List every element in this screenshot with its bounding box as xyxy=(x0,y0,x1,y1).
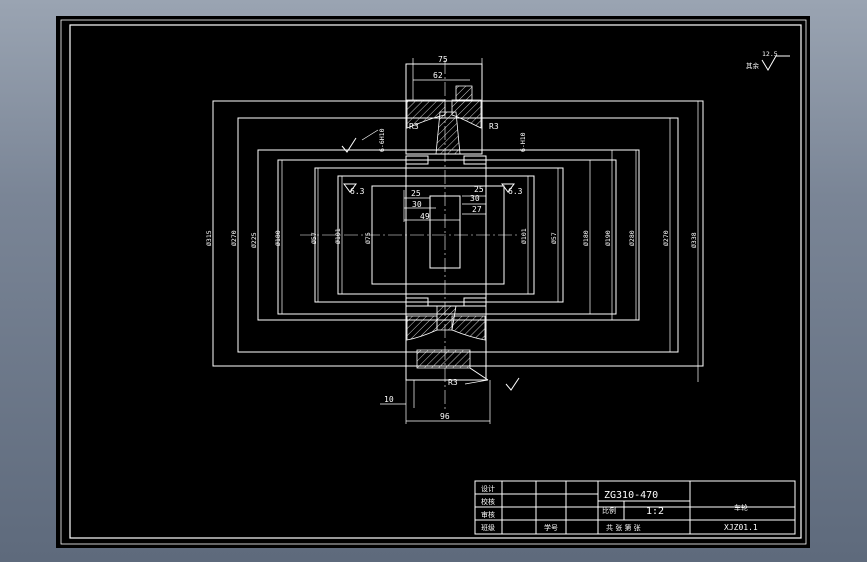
tb-sheet-count: 共 张 第 张 xyxy=(606,523,641,532)
tb-label-student-no: 学号 xyxy=(544,523,558,532)
sheet-inner-border xyxy=(69,24,802,539)
dim-text-338: Ø338 xyxy=(690,232,698,248)
outline-101 xyxy=(337,175,535,295)
dimension-texts: 75 62 R3 R3 R3 6-6H10 6-H10 6.3 6.3 Ø315… xyxy=(205,50,778,421)
dim-text-75: 75 xyxy=(438,55,448,64)
dim-text-57-left: Ø57 xyxy=(310,232,318,244)
lower-hatch-right xyxy=(451,315,486,341)
dim-text-25-left: 25 xyxy=(411,189,421,198)
dim-text-r3-right: R3 xyxy=(489,122,499,131)
sheet-outer-border xyxy=(60,19,807,545)
dim-text-keyway-right: 6-H10 xyxy=(519,132,527,152)
roughness-value: 12.5 xyxy=(762,50,778,58)
roughness-prefix: 其余 xyxy=(746,61,760,70)
roughness-symbol-bottom xyxy=(505,377,520,391)
dim-text-30-right: 30 xyxy=(470,194,480,203)
upper-rim-hatch xyxy=(455,85,473,101)
dimensions xyxy=(212,58,699,424)
lower-web-hatch xyxy=(436,305,457,331)
dim-text-180-left: Ø180 xyxy=(274,230,282,246)
roughness-symbol-general xyxy=(761,55,790,71)
roughness-symbol-right-mid xyxy=(501,183,515,193)
dim-text-270-right: Ø270 xyxy=(662,230,670,246)
dim-text-25-right: 25 xyxy=(474,185,484,194)
lower-rim-hatch xyxy=(416,349,471,369)
wheel-section xyxy=(405,63,489,381)
tb-scale-label: 比例 xyxy=(602,506,616,515)
tb-label-check: 校核 xyxy=(481,497,495,506)
dim-text-49: 49 xyxy=(420,212,430,221)
dim-text-101-right: Ø101 xyxy=(520,228,528,244)
dim-text-r3-left: R3 xyxy=(409,122,419,131)
dim-text-keyway-left: 6-6H10 xyxy=(378,128,386,152)
tb-label-class: 班级 xyxy=(481,523,495,532)
dim-text-280: Ø280 xyxy=(628,230,636,246)
dim-text-57-right: Ø57 xyxy=(550,232,558,244)
leader-keyway-left xyxy=(361,129,379,141)
roughness-symbol-left-top xyxy=(341,137,357,153)
dim-text-10: 10 xyxy=(384,395,394,404)
tb-label-design: 设计 xyxy=(481,484,495,493)
roughness-symbols xyxy=(341,55,790,391)
dim-text-r3-bottom: R3 xyxy=(448,378,458,387)
drawing-sheet xyxy=(56,16,810,548)
dim-text-96: 96 xyxy=(440,412,450,421)
dim-text-270-left: Ø270 xyxy=(230,230,238,246)
dim-text-315: Ø315 xyxy=(205,230,213,246)
tb-part-name: 车轮 xyxy=(734,503,748,512)
dim-text-30-left: 30 xyxy=(412,200,422,209)
tb-drawing-no: XJZ01.1 xyxy=(724,523,758,532)
tb-material: ZG310-470 xyxy=(604,490,658,501)
dim-text-180-right: Ø180 xyxy=(582,230,590,246)
tb-scale-value: 1:2 xyxy=(646,506,664,517)
dim-text-62: 62 xyxy=(433,71,443,80)
dim-text-225: Ø225 xyxy=(250,232,258,248)
dim-text-27: 27 xyxy=(472,205,482,214)
dim-text-75: Ø75 xyxy=(364,232,372,244)
dim-text-rough-right: 6.3 xyxy=(508,187,523,196)
roughness-symbol-left-mid xyxy=(343,183,357,193)
leader-r3-bottom xyxy=(464,379,489,385)
tb-label-review: 审核 xyxy=(481,510,495,519)
lower-flange-chamfer xyxy=(469,367,489,381)
title-block: 设计 校核 审核 班级 学号 ZG310-470 比例 1:2 车轮 共 张 第… xyxy=(474,480,796,535)
dim-text-190: Ø190 xyxy=(604,230,612,246)
dim-text-rough-left: 6.3 xyxy=(350,187,365,196)
dim-text-101-left: Ø101 xyxy=(334,228,342,244)
upper-web-hatch xyxy=(435,111,461,155)
